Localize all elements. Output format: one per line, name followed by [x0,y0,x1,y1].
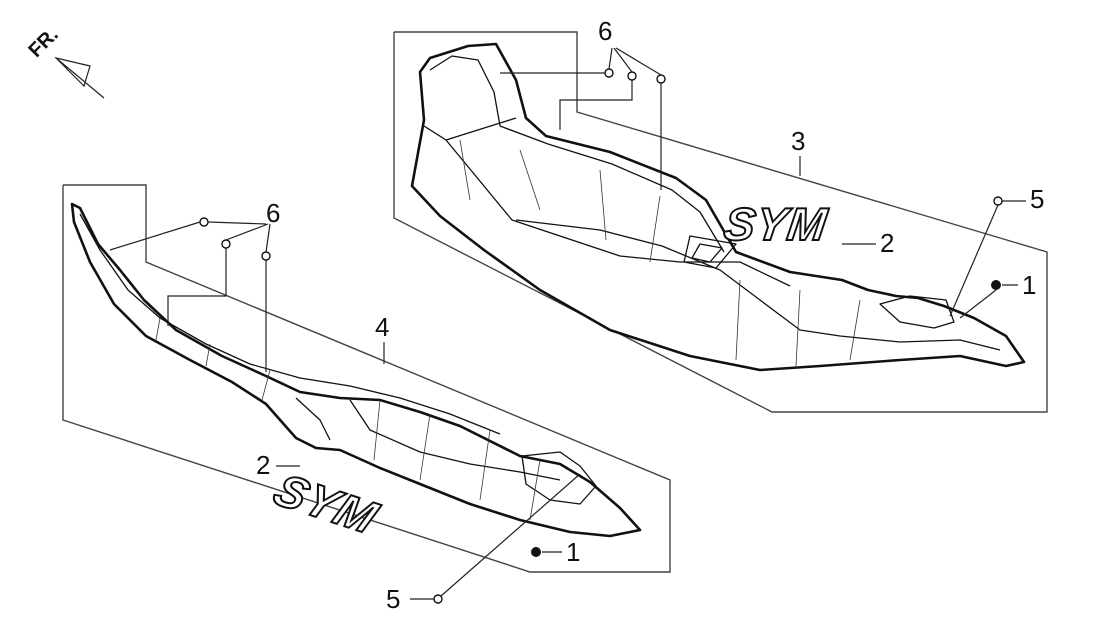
screw-icon [433,594,443,604]
lower-panel-contours [155,317,541,521]
lower-panel-inner-ridges [295,397,561,481]
nut-icon [531,547,541,557]
upper-screw-leaders [500,47,662,190]
callout-upper-emblem: 2 [880,228,894,258]
lower-panel-inner-edge [79,213,501,435]
callout-upper-nut: 1 [1022,270,1036,300]
upper-panel-lower-edge [515,219,1001,351]
callout-5-lower-leader [410,473,581,600]
upper-panel-inner-ridges [423,117,791,287]
upper-assembly: 6 3 5 SYM 2 1 [393,16,1048,413]
screw-icon [627,71,637,81]
screw-icon [604,68,614,78]
callout-upper-screw: 5 [1030,184,1044,214]
lower-frame [62,184,671,573]
callout-upper-panel: 3 [791,126,805,156]
screw-icon [656,74,666,84]
screw-icon [221,239,231,249]
screw-icon [199,217,209,227]
upper-frame [393,31,1048,413]
front-arrow-icon [54,56,105,99]
callout-1-leader [959,284,1018,319]
callout-upper-screws: 6 [598,16,612,46]
upper-panel-contours [459,139,861,367]
callout-lower-nut: 1 [566,537,580,567]
right-floor-side-cover [410,42,1026,372]
lower-panel-rear-bracket [521,451,597,505]
screw-icon [993,196,1003,206]
left-floor-side-cover [70,202,642,538]
callout-lower-emblem: 2 [256,450,270,480]
upper-screws-6 [604,68,666,84]
nut-icon [991,280,1001,290]
callout-lower-panel: 4 [375,312,389,342]
sym-emblem-upper: SYM [721,198,831,250]
sym-emblem-lower: SYM [266,464,387,543]
callout-lower-screw: 5 [386,584,400,614]
upper-panel-rear-bracket [879,295,955,329]
screw-icon [261,251,271,261]
front-direction-indicator: FR. [24,24,105,99]
front-label: FR. [24,24,62,62]
callout-lower-screws: 6 [266,198,280,228]
lower-screw-leaders [109,221,271,372]
upper-panel-vent [683,235,737,269]
callout-5-leader [949,200,1026,317]
upper-panel-inner-edge [429,55,725,253]
